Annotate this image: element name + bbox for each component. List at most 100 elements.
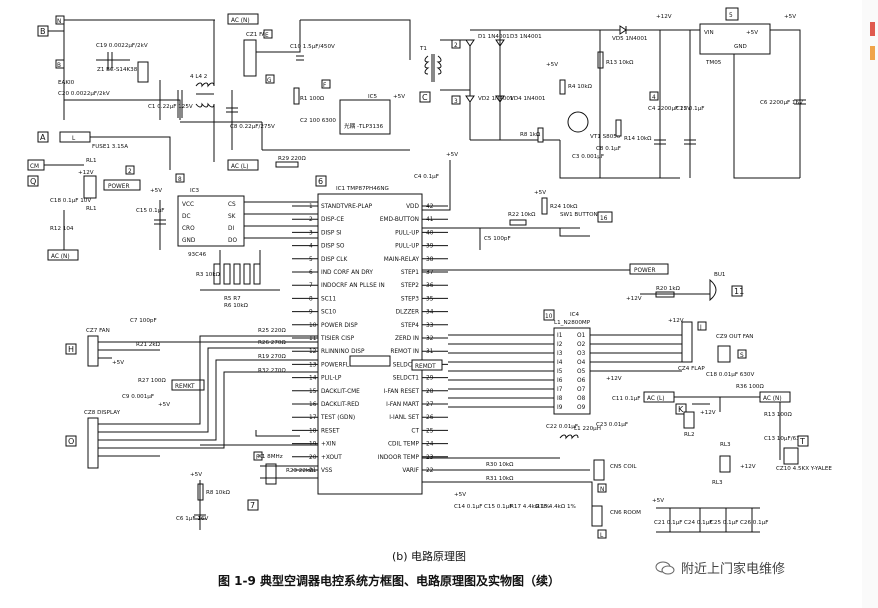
r3-label: R3 10kΩ — [196, 272, 221, 278]
svg-text:8: 8 — [178, 177, 182, 183]
svg-text:RL1: RL1 — [86, 206, 97, 212]
ic4-part: L1_N2800MP — [554, 320, 591, 326]
ic1-left-pin-9: SC10 — [321, 310, 336, 316]
svg-text:G: G — [267, 78, 272, 84]
svg-text:7: 7 — [250, 501, 255, 510]
ic1-left-pin-num-7: 7 — [309, 283, 313, 289]
c14-label: C14 0.1μF — [454, 504, 482, 510]
c18b-label: C18 0.01μF 630V — [706, 372, 754, 378]
svg-text:6: 6 — [318, 177, 323, 186]
ic1-left-pin-num-17: 17 — [309, 415, 317, 421]
rail-p12-rl1: +12V — [78, 170, 94, 176]
r22-label: R22 10kΩ — [508, 212, 536, 218]
ic1-right-pin-num-18: 25 — [426, 428, 434, 434]
tag-power-1: POWER — [108, 184, 129, 190]
svg-text:O: O — [68, 437, 74, 446]
vt1-label: VT1 S8050 — [590, 134, 621, 140]
ic1-right-pin-20: INDOOR TEMP — [378, 455, 420, 461]
ic1-left-pin-num-18: 18 — [309, 428, 317, 434]
svg-text:+12V: +12V — [626, 296, 642, 302]
tag-remkt: REMKT — [175, 384, 195, 390]
ic1-right-pin-num-11: 32 — [426, 336, 434, 342]
ic1-left-pin-20: +XOUT — [321, 455, 342, 461]
svg-text:11: 11 — [734, 287, 744, 296]
ic1-left-pin-1: STANDTVRE-PLAP — [321, 204, 373, 210]
ic1-left-pin-3: DISP SI — [321, 230, 342, 236]
ic4-in-5: I5 — [557, 369, 563, 375]
ic1-right-pin-14: SELDCT1 — [393, 376, 420, 382]
rl3-relay — [719, 455, 731, 473]
c6b-label: C6 1μF 16V — [176, 516, 208, 522]
ic1-ref: IC1 TMP87PH46NG — [336, 186, 389, 192]
ic1-right-pin-num-9: 34 — [426, 310, 434, 316]
ic3-pin-cro: CRO — [182, 226, 195, 232]
r8-label: R8 1kΩ — [520, 132, 541, 138]
ic4-out-6: O6 — [577, 378, 586, 384]
cz9-connector — [717, 345, 731, 363]
r26-label: R26 270Ω — [258, 340, 286, 346]
rl1-relay — [83, 175, 97, 199]
c13-label: C13 10μF/630V — [764, 436, 807, 442]
ic1-left-pin-num-14: 14 — [309, 376, 317, 382]
svg-text:+5V: +5V — [454, 492, 466, 498]
tag-ac-n-top: AC (N) — [231, 18, 250, 24]
svg-text:+12V: +12V — [668, 318, 684, 324]
ic1-right-pin-num-2: 41 — [426, 217, 434, 223]
vd2-label: VD2 1N4001 — [478, 96, 514, 102]
ic1-left-pin-num-21: 21 — [309, 468, 317, 474]
ic1-left-pin-num-8: 8 — [309, 296, 313, 302]
r20-label: R20 1kΩ — [656, 286, 681, 292]
r14-label: R14 10kΩ — [624, 136, 652, 142]
ic1-right-pin-1: VDD — [406, 204, 419, 210]
watermark: 附近上门家电维修 — [655, 558, 785, 577]
letter-b: B — [40, 27, 46, 36]
ic1-left-pin-num-5: 5 — [309, 257, 313, 263]
r29-label: R29 220Ω — [278, 156, 306, 162]
ic1-left-pin-num-13: 13 — [309, 362, 317, 368]
ic1-right-pin-num-7: 36 — [426, 283, 434, 289]
ic1-right-pin-num-15: 28 — [426, 389, 434, 395]
ic1-left-pin-14: PLIL-LP — [321, 376, 342, 382]
svg-text:F: F — [323, 83, 326, 89]
svg-text:5: 5 — [729, 13, 733, 19]
ic3-pin-do: DO — [228, 238, 237, 244]
relay-output-section: AC (L) AC (N) C18 0.01μF 630V R36 100Ω K… — [643, 372, 832, 486]
sensor-section: C22 0.01μF L1 220μH C23 0.01μF R30 10kΩ … — [422, 422, 768, 539]
ic1-left-pin-num-2: 2 — [309, 217, 313, 223]
ic1-left-pin-num-12: 12 — [309, 349, 317, 355]
ic1-right-pin-11: ZERD IN — [395, 336, 419, 342]
ic1-right-pin-num-5: 38 — [426, 257, 434, 263]
svg-text:K: K — [678, 405, 684, 414]
ic1-left-pin-num-1: 1 — [309, 204, 313, 210]
ic1-left-pin-num-20: 20 — [309, 455, 317, 461]
svg-text:E: E — [265, 33, 269, 39]
ic1-right-pin-16: I-FAN MART — [386, 402, 419, 408]
svg-text:4: 4 — [652, 95, 656, 101]
svg-text:+5V: +5V — [150, 188, 162, 194]
c4b-label: C4 0.1μF — [414, 174, 439, 180]
ic5-optocoupler — [339, 99, 391, 135]
sw1-label: SW1 BUTTON — [560, 212, 598, 218]
orange-marker — [870, 46, 875, 60]
l1-label: L1 220μH — [574, 426, 601, 432]
r24-label: R24 10kΩ — [550, 204, 578, 210]
ic4-in-4: I4 — [557, 360, 563, 366]
ic1-right-pin-num-16: 27 — [426, 402, 434, 408]
ic1-left-pin-num-9: 9 — [309, 310, 313, 316]
ic2-label: TM05 — [705, 60, 722, 66]
svg-text:J: J — [699, 325, 702, 331]
c8b-label: C8 0.1μF — [596, 146, 621, 152]
cz8-display-connector — [87, 417, 99, 469]
ic4-in-2: I2 — [557, 342, 563, 348]
c18a-label: C18 0.1μF 10V — [50, 198, 91, 204]
c8-label: C8 0.22μF/275V — [230, 124, 275, 130]
svg-text:10: 10 — [545, 314, 553, 320]
ic1-right-pin-8: STEP3 — [401, 296, 419, 302]
clock-reset-section: P X1 8MHz R23 22kΩ 7 +5V R8 10kΩ C6 1μF … — [176, 430, 318, 530]
ic1-right-pin-21: VARIF — [402, 468, 419, 474]
ic4-chip — [553, 327, 591, 415]
c1-label: C1 0.22μF 125V — [148, 104, 193, 110]
ic1-left-pin-num-11: 11 — [309, 336, 317, 342]
